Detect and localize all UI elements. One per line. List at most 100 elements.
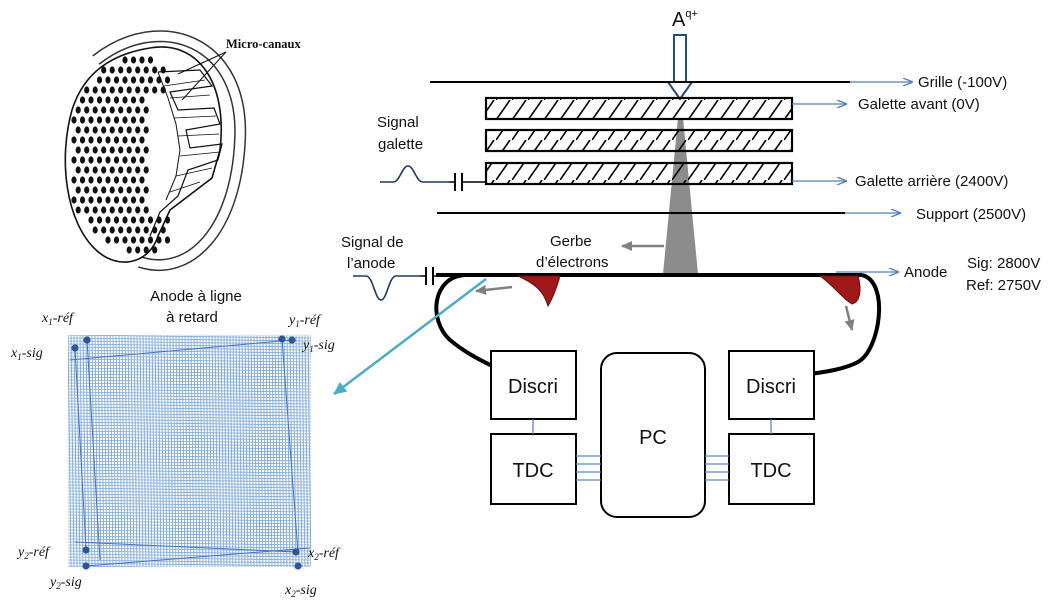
delay-line-wire <box>68 454 311 459</box>
contact-x2-ref <box>292 548 300 556</box>
mcp-channel-hole <box>156 236 162 244</box>
contact-y2-ref <box>82 546 90 554</box>
mcp-channel-hole <box>118 206 124 214</box>
mcp-channel-hole <box>118 66 124 74</box>
mcp-channel-hole <box>143 66 149 74</box>
mcp-channel-hole <box>139 136 145 144</box>
mcp-channel-hole <box>126 146 132 154</box>
mcp-channel-hole <box>130 96 137 104</box>
signal-galette-label-1: Signal <box>377 114 419 131</box>
mcp-channel-hole <box>139 236 145 244</box>
mcp-channel-hole <box>101 126 107 134</box>
label-y2-ref: y2-réf <box>16 545 51 561</box>
mcp-channel-hole <box>92 166 98 174</box>
mcp-channel-hole <box>122 216 128 224</box>
mcp-channel-hole <box>130 76 137 84</box>
mcp-channel-hole <box>96 216 103 224</box>
discri-left-label: Discri <box>508 376 558 398</box>
tdc-right-label: TDC <box>750 460 791 482</box>
mcp-channel-hole <box>130 56 137 64</box>
support-label: Support (2500V) <box>916 206 1026 223</box>
delay-line-wire <box>68 349 311 354</box>
mcp-channel-hole <box>130 116 137 124</box>
delay-line-wire <box>70 335 75 567</box>
label-x1-ref: x1-réf <box>41 311 75 327</box>
mcp-channel-hole <box>88 136 94 144</box>
galette-arriere-label: Galette arrière (2400V) <box>855 173 1008 190</box>
delay-line-wire <box>97 335 102 567</box>
delay-line-wire <box>68 481 311 486</box>
mcp-channel-hole <box>101 226 107 234</box>
mcp-channel-hole <box>92 126 98 134</box>
mcp-channel-hole <box>84 106 90 114</box>
mcp-channel-hole <box>135 186 141 194</box>
mcp-channel-hole <box>122 156 128 164</box>
mcp-channel-hole <box>143 246 149 254</box>
delay-line-wire <box>85 335 90 567</box>
delay-line-wire <box>68 562 311 567</box>
mcp-leader-1 <box>177 51 227 75</box>
mcp-channel-hole <box>143 226 149 234</box>
delay-line-wire <box>88 335 93 567</box>
delay-line-wire <box>68 514 311 519</box>
mcp-channel-hole <box>88 116 94 124</box>
delay-line-wire <box>68 376 311 381</box>
delay-line-wire <box>68 499 311 504</box>
delay-line-wire <box>68 520 311 525</box>
delay-line-wire <box>68 335 311 339</box>
mcp-channel-hole <box>152 66 158 74</box>
delay-line-wire <box>68 400 311 405</box>
mcp-channel-hole <box>96 76 103 84</box>
delay-line-wire <box>68 439 311 444</box>
label-y2-sig: y2-sig <box>48 575 82 591</box>
mcp-channel-hole <box>130 156 137 164</box>
delay-line-wire <box>163 335 168 567</box>
mcp-channel-hole <box>88 196 94 204</box>
mcp-channel-hole <box>118 226 124 234</box>
delay-line-wire <box>292 335 297 567</box>
delay-line-wire <box>100 335 105 567</box>
electronics-links <box>532 419 772 481</box>
mcp-channel-hole <box>105 176 111 184</box>
mcp-channel-hole <box>105 216 111 224</box>
delay-line-wire <box>151 335 156 567</box>
mcp-channel-hole <box>126 206 132 214</box>
mcp-channel-hole <box>109 206 115 214</box>
mcp-channel-hole <box>135 66 141 74</box>
mcp-channel-hole <box>147 236 154 244</box>
mcp-channel-hole <box>71 176 77 184</box>
mcp-channel-hole <box>84 206 90 214</box>
mcp-channel-hole <box>143 206 149 214</box>
mcp-channel-hole <box>122 56 128 64</box>
delay-line-wire <box>68 532 311 537</box>
delay-line-wire <box>115 335 120 567</box>
anode-sig-label: Sig: 2800V <box>967 255 1040 272</box>
delay-line-wire <box>68 466 311 471</box>
mcp-channel-hole <box>135 106 141 114</box>
mcp-channel-hole <box>84 186 90 194</box>
anode-loop-left <box>434 273 493 368</box>
mcp-plate <box>64 30 247 272</box>
mcp-channel-hole <box>139 56 145 64</box>
grille-label: Grille (-100V) <box>918 74 1007 91</box>
mcp-channel-hole <box>109 186 115 194</box>
anode-pulse <box>353 275 420 301</box>
delay-line-wire <box>68 541 311 546</box>
mcp-channel-hole <box>79 156 86 164</box>
mcp-channel-hole <box>75 126 81 134</box>
mcp-channel-hole <box>147 56 154 64</box>
delay-line-wire <box>68 496 311 501</box>
pc-box <box>600 352 706 518</box>
mcp-channel-hole <box>113 216 120 224</box>
delay-line-wire <box>145 335 150 567</box>
delay-line-wire <box>68 559 311 564</box>
mcp-channel-hole <box>101 146 107 154</box>
mcp-channel-hole <box>113 156 120 164</box>
mcp-channel-hole <box>118 106 124 114</box>
mcp-channel-hole <box>130 176 137 184</box>
delay-line-wire <box>148 335 153 567</box>
delay-line-wire <box>68 553 311 558</box>
mcp-channel-walls <box>163 79 221 193</box>
delay-line-wire <box>166 335 171 567</box>
